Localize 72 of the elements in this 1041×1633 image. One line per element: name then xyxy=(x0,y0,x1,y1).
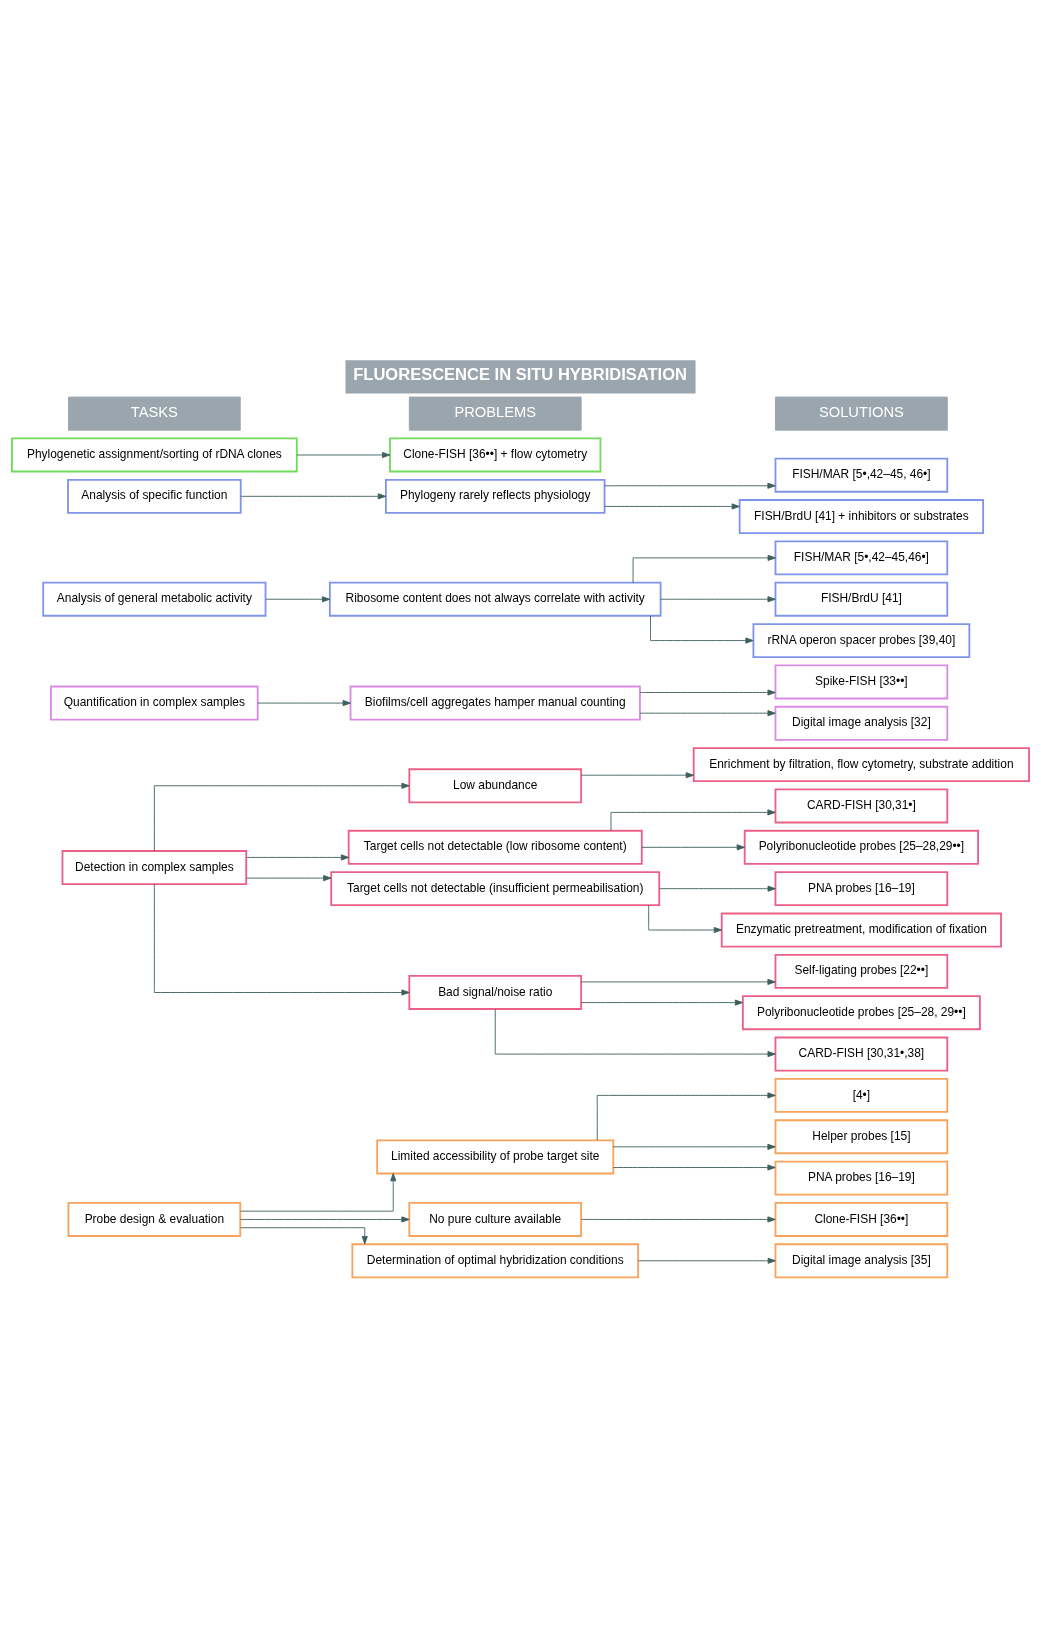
arrow xyxy=(610,808,776,831)
node-box: No pure culture available xyxy=(408,1201,583,1237)
arrow xyxy=(639,709,776,716)
node-box: Biofilms/cell aggregates hamper manual counting xyxy=(349,685,641,721)
node-box: Limited accessibility of probe target site xyxy=(376,1139,615,1174)
arrow xyxy=(296,451,391,458)
node-box: Polyribonucleotide probes [25–28,29••] xyxy=(743,829,979,865)
diagram-title: FLUORESCENCE IN SITU HYBRIDISATION xyxy=(353,364,687,384)
arrow xyxy=(240,1172,397,1212)
node-box: PNA probes [16–19] xyxy=(774,1160,949,1196)
node-box: FISH/MAR [5•,42–45, 46•] xyxy=(774,457,949,493)
label: TASKS xyxy=(130,403,178,420)
node-box: Polyribonucleotide probes [25–28, 29••] xyxy=(741,994,981,1030)
arrow xyxy=(580,999,744,1006)
node-box: Bad signal/noise ratio xyxy=(408,974,583,1010)
node-box: Low abundance xyxy=(408,767,583,803)
arrow xyxy=(660,595,776,602)
arrow xyxy=(641,843,745,850)
node-box: Analysis of general metabolic activity xyxy=(42,581,267,617)
arrow xyxy=(639,688,776,696)
arrow xyxy=(596,1091,776,1141)
node-box: Digital image analysis [35] xyxy=(774,1242,949,1278)
label: PROBLEMS xyxy=(454,403,537,420)
node-box: FISH/BrdU [41] + inhibitors or substrates xyxy=(738,498,985,534)
arrow xyxy=(648,904,723,933)
arrow xyxy=(637,1257,776,1264)
arrow xyxy=(494,1008,776,1057)
arrow xyxy=(612,1143,776,1150)
arrow xyxy=(265,595,331,602)
node-box: Digital image analysis [32] xyxy=(774,705,949,741)
node-box: Determination of optimal hybridization conditions xyxy=(351,1242,640,1278)
arrow xyxy=(632,554,776,583)
node-box: [4•] xyxy=(774,1077,949,1113)
arrow xyxy=(604,502,740,509)
node-box: Phylogeny rarely reflects physiology xyxy=(384,478,606,514)
arrow xyxy=(257,699,351,706)
arrow xyxy=(246,874,332,881)
arrow xyxy=(580,978,776,985)
node-box: Phylogenetic assignment/sorting of rDNA clones xyxy=(11,437,298,472)
arrow xyxy=(580,1215,776,1222)
arrow xyxy=(246,853,350,860)
arrow xyxy=(240,492,387,499)
node-box: Clone-FISH [36••] xyxy=(774,1201,949,1237)
node-box: Quantification in complex samples xyxy=(50,685,259,721)
arrow xyxy=(612,1164,776,1171)
arrow xyxy=(604,482,776,489)
arrow xyxy=(153,883,410,996)
arrow xyxy=(658,885,776,892)
arrow xyxy=(239,1215,410,1222)
node-box: PNA probes [16–19] xyxy=(774,870,949,906)
node-box: Helper probes [15] xyxy=(774,1118,949,1154)
node-box: Self-ligating probes [22••] xyxy=(774,953,949,989)
node-box: CARD-FISH [30,31•,38] xyxy=(774,1036,949,1071)
node-box: Enrichment by filtration, flow cytometry, substrate addition xyxy=(692,746,1030,782)
node-box: Detection in complex samples xyxy=(61,849,248,885)
node-box: Ribosome content does not always correlate with activity xyxy=(328,581,662,617)
node-box: FISH/BrdU [41] xyxy=(774,581,949,617)
node-box: Analysis of specific function xyxy=(67,478,242,514)
label: SOLUTIONS xyxy=(818,403,904,420)
node-box: Probe design & evaluation xyxy=(67,1201,242,1237)
arrow xyxy=(580,771,694,778)
node-box: CARD-FISH [30,31•] xyxy=(774,788,949,823)
arrow xyxy=(153,782,410,851)
node-box: rRNA operon spacer probes [39,40] xyxy=(752,622,971,658)
arrow xyxy=(240,1226,368,1244)
node-box: FISH/MAR [5•,42–45,46•] xyxy=(774,539,949,575)
node-box: Clone-FISH [36••] + flow cytometry xyxy=(389,437,602,472)
node-box: Spike-FISH [33••] xyxy=(774,664,949,699)
arrow xyxy=(650,614,754,644)
node-box: Target cells not detectable (low ribosome content) xyxy=(347,829,643,865)
node-box: Target cells not detectable (insufficient permeabilisation) xyxy=(330,870,661,906)
node-box: Enzymatic pretreatment, modification of fixation xyxy=(720,912,1002,947)
